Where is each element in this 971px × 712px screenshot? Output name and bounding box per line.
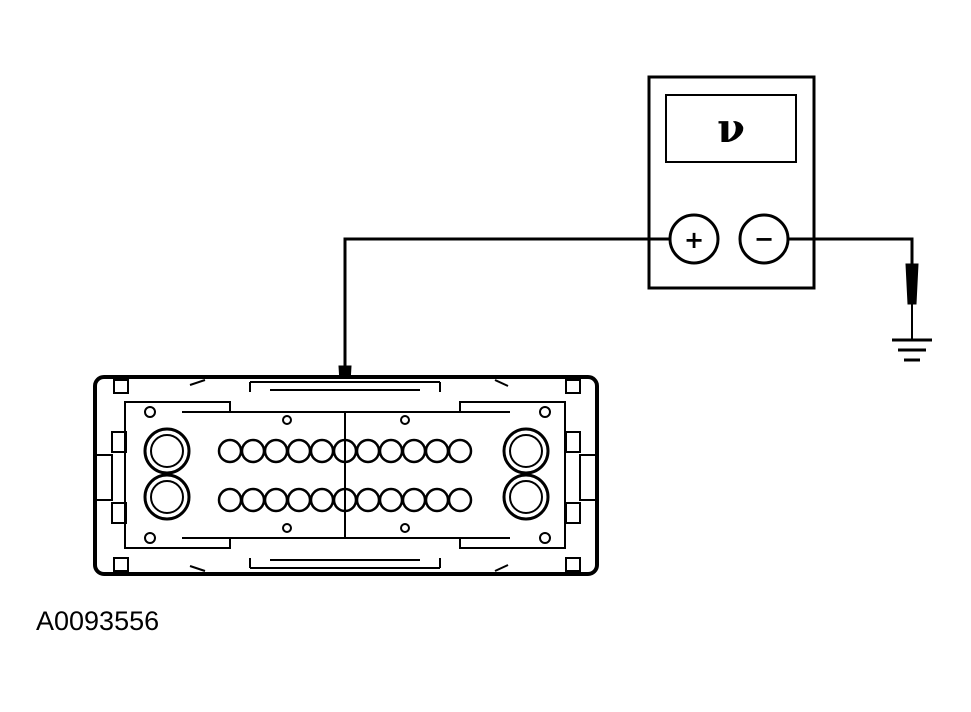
figure-id: A0093556: [36, 606, 160, 636]
connector: [93, 375, 599, 576]
signal-pins-top-row: [217, 438, 473, 464]
voltmeter-display: [665, 94, 797, 163]
positive-test-lead: [343, 237, 670, 368]
ground-icon: [892, 338, 932, 362]
negative-probe: [905, 263, 919, 340]
negative-terminal-label: −: [754, 225, 774, 253]
negative-test-lead: [788, 237, 914, 266]
voltmeter: ν + −: [647, 75, 816, 290]
voltmeter-symbol: ν: [717, 105, 745, 152]
signal-pins-bottom-row: [217, 487, 473, 513]
power-pins: [143, 427, 550, 521]
positive-terminal-label: +: [684, 226, 704, 254]
